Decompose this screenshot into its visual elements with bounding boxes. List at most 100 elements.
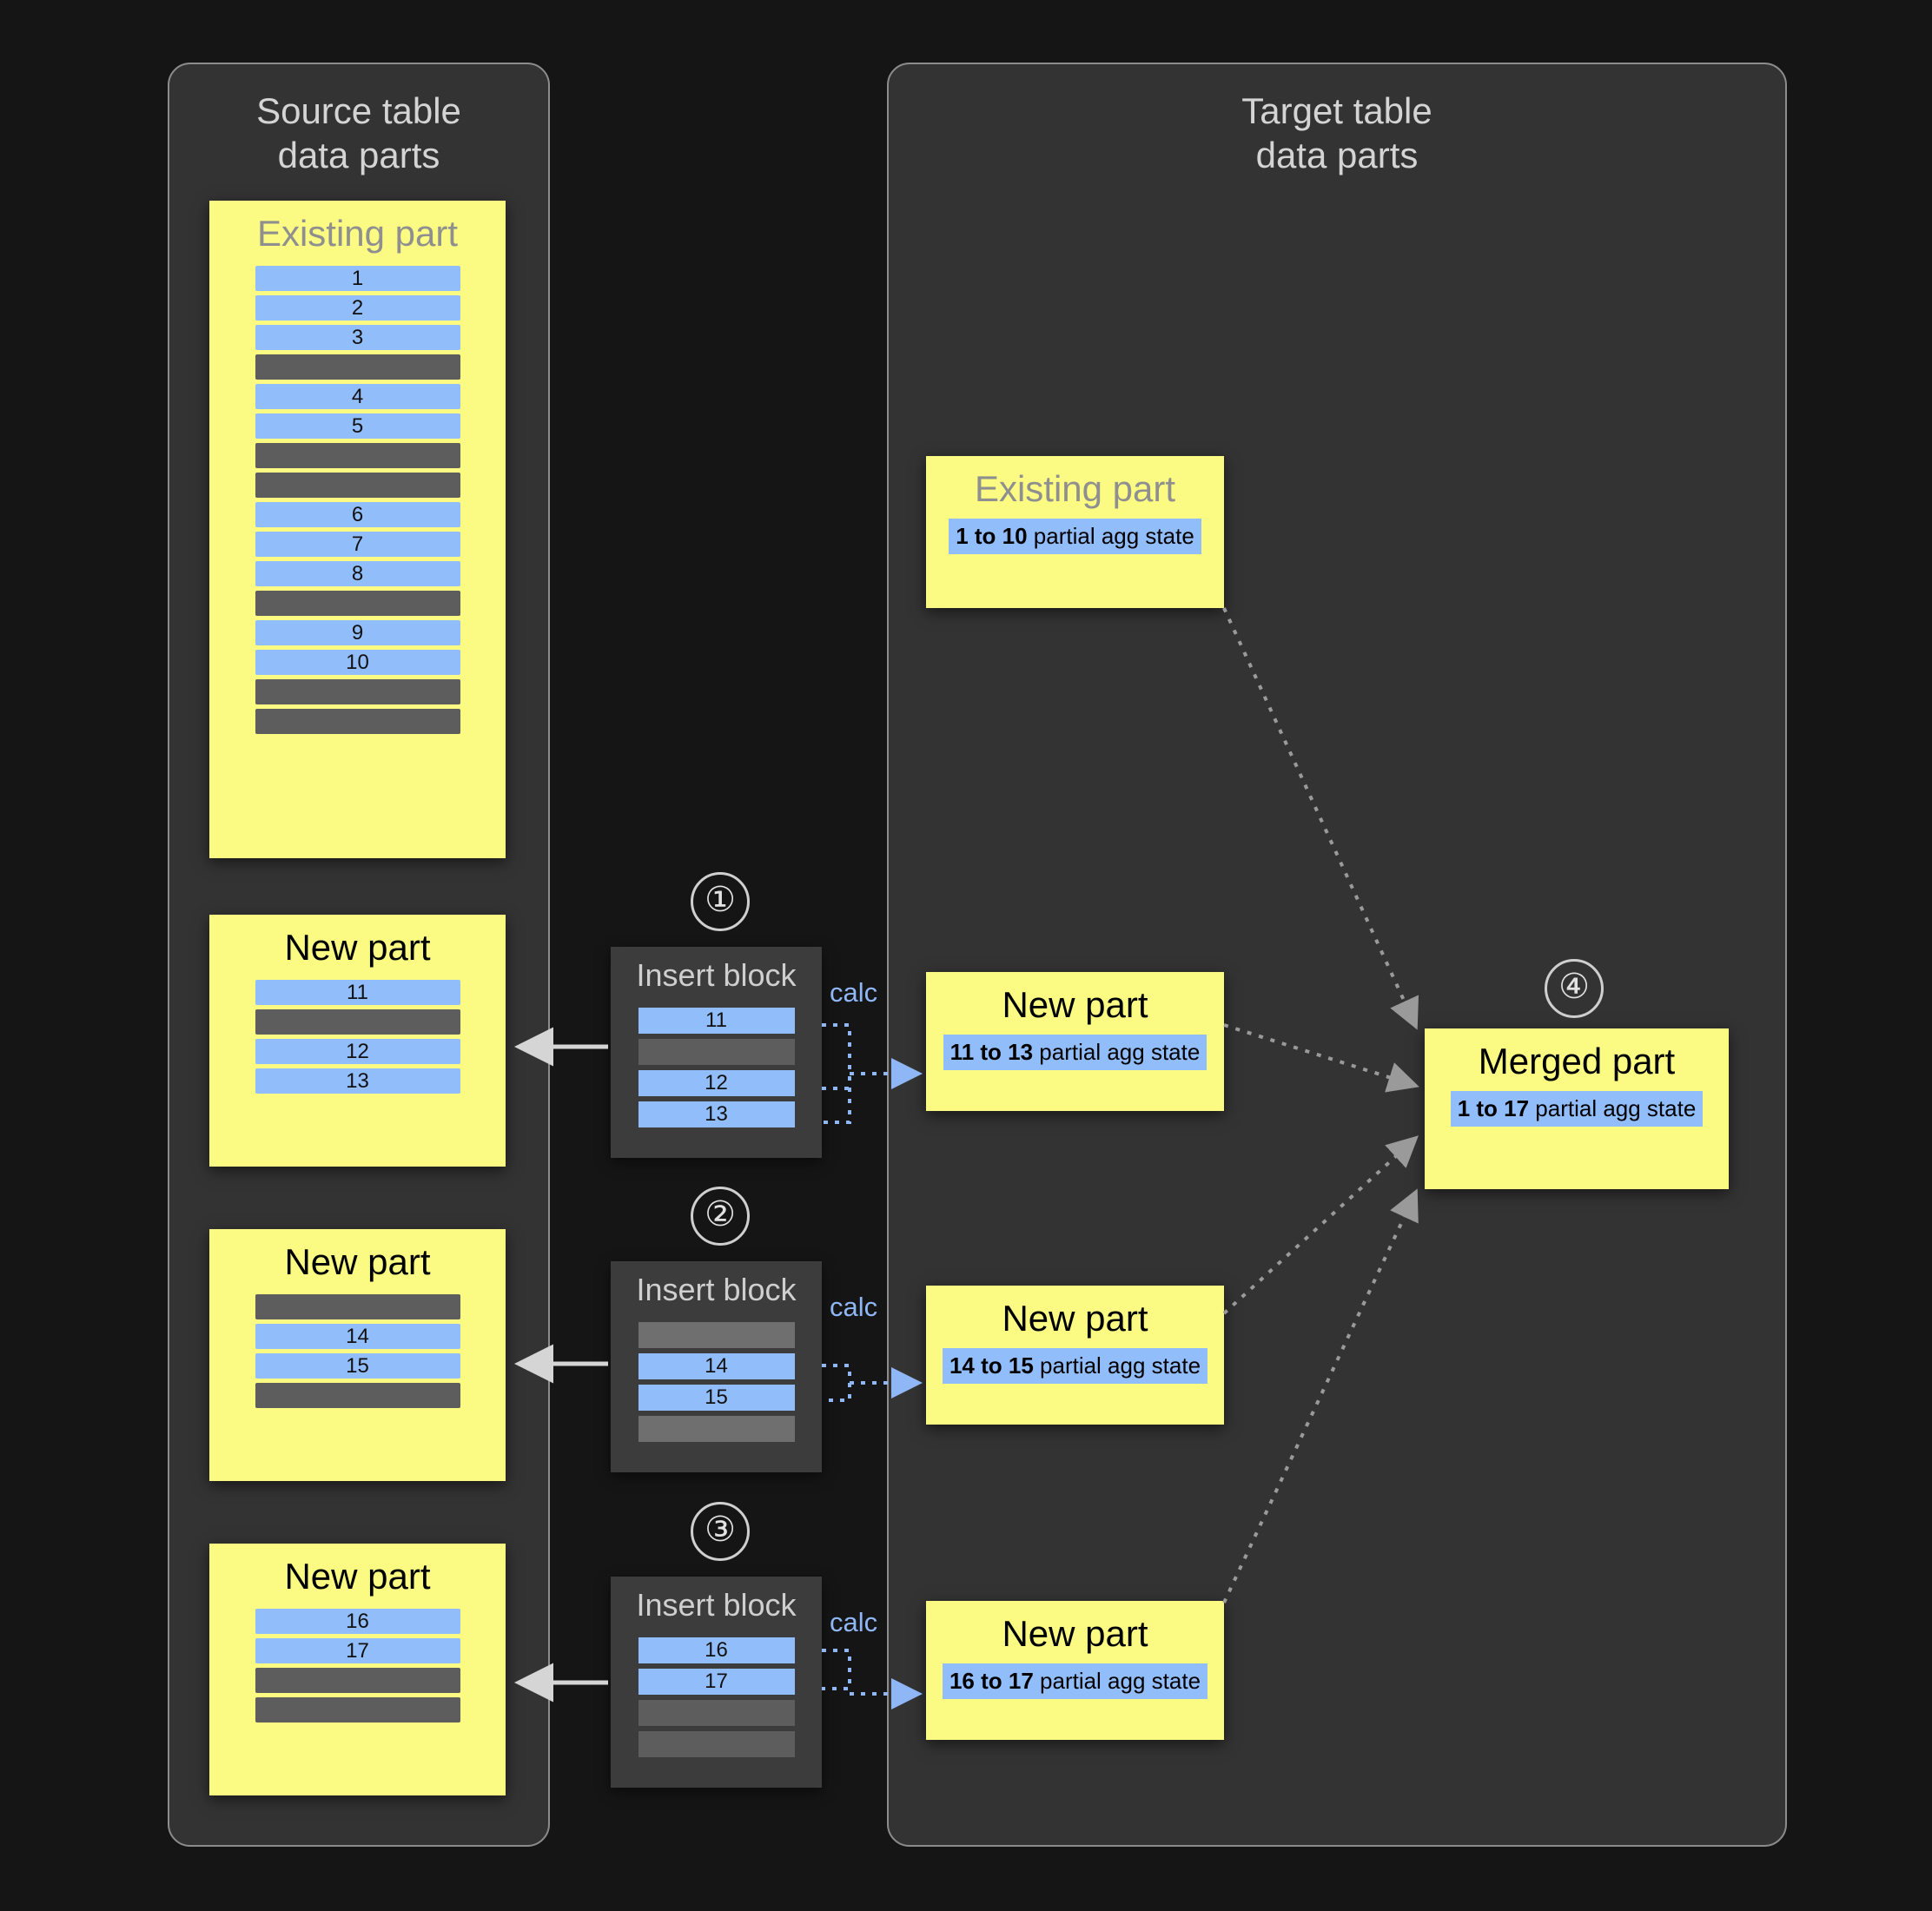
- part-row-value: 12: [255, 1039, 460, 1065]
- agg-state-wrap: 14 to 15 partial agg state: [926, 1339, 1224, 1385]
- part-row-empty: [255, 1009, 460, 1035]
- part-title: Existing part: [974, 468, 1176, 509]
- part-row-empty: [255, 1668, 460, 1694]
- part-row-value: 11: [255, 980, 460, 1006]
- part-row-value: 3: [255, 325, 460, 351]
- agg-state-wrap: 11 to 13 partial agg state: [926, 1026, 1224, 1071]
- agg-range: 11 to 13: [949, 1039, 1034, 1066]
- part-row-empty: [255, 354, 460, 380]
- source-panel-title-line2: data parts: [277, 135, 440, 176]
- step-marker-3: ③: [691, 1502, 750, 1561]
- part-title: New part: [1002, 984, 1148, 1025]
- calc-label-2: calc: [830, 1292, 878, 1322]
- insert-block-title: Insert block: [636, 1587, 797, 1623]
- calc-bracket-1: [822, 1023, 851, 1124]
- part-row-empty: [255, 591, 460, 617]
- part-title: New part: [284, 1241, 431, 1282]
- merged-part: Merged part 1 to 17 partial agg state: [1425, 1028, 1729, 1189]
- part-row-value: 4: [255, 384, 460, 410]
- insert-row-value: 17: [638, 1669, 795, 1695]
- target-panel-title-line2: data parts: [1255, 135, 1419, 176]
- agg-suffix: partial agg state: [1033, 1039, 1201, 1066]
- part-row-empty: [255, 709, 460, 735]
- target-table-panel: Target table data parts: [887, 63, 1787, 1847]
- part-row-value: 1: [255, 266, 460, 292]
- agg-state-wrap: 1 to 17 partial agg state: [1425, 1082, 1729, 1127]
- part-row-value: 5: [255, 413, 460, 440]
- calc-label-3: calc: [830, 1607, 878, 1637]
- step-marker-4: ④: [1545, 959, 1604, 1018]
- partial-agg-state-badge: 11 to 13 partial agg state: [943, 1035, 1208, 1071]
- agg-suffix: partial agg state: [1033, 1668, 1201, 1695]
- target-panel-title: Target table data parts: [889, 89, 1785, 177]
- calc-bracket-2: [822, 1364, 851, 1402]
- part-row-value: 15: [255, 1353, 460, 1379]
- agg-range: 16 to 17: [949, 1668, 1034, 1695]
- partial-agg-state-badge: 16 to 17 partial agg state: [942, 1663, 1208, 1700]
- insert-row-value: 11: [638, 1008, 795, 1034]
- part-row-value: 7: [255, 532, 460, 558]
- agg-state-wrap: 1 to 10 partial agg state: [926, 510, 1224, 555]
- part-title: New part: [1002, 1613, 1148, 1654]
- insert-block-title: Insert block: [636, 1272, 797, 1307]
- calc-bracket-3: [822, 1649, 851, 1690]
- part-row-empty: [255, 443, 460, 469]
- part-row-value: 13: [255, 1068, 460, 1094]
- insert-row-empty: [638, 1322, 795, 1348]
- insert-row-empty: [638, 1039, 795, 1065]
- part-row-empty: [255, 1294, 460, 1320]
- source-panel-title: Source table data parts: [169, 89, 548, 177]
- target-new-part-2: New part 14 to 15 partial agg state: [926, 1286, 1224, 1425]
- agg-range: 14 to 15: [949, 1352, 1034, 1379]
- part-row-value: 2: [255, 295, 460, 321]
- insert-row-value: 14: [638, 1353, 795, 1379]
- part-rows: 11 12 13: [209, 969, 506, 1110]
- partial-agg-state-badge: 1 to 17 partial agg state: [1450, 1091, 1704, 1127]
- calc-label-1: calc: [830, 977, 878, 1008]
- part-row-value: 17: [255, 1638, 460, 1664]
- insert-row-empty: [638, 1700, 795, 1726]
- insert-block-title: Insert block: [636, 957, 797, 993]
- partial-agg-state-badge: 14 to 15 partial agg state: [942, 1348, 1208, 1385]
- agg-suffix: partial agg state: [1027, 523, 1194, 550]
- target-new-part-3: New part 16 to 17 partial agg state: [926, 1601, 1224, 1740]
- part-title: Existing part: [256, 213, 459, 254]
- insert-row-value: 12: [638, 1070, 795, 1096]
- step-marker-1: ①: [691, 872, 750, 931]
- part-row-value: 9: [255, 620, 460, 646]
- agg-range: 1 to 17: [1457, 1095, 1530, 1122]
- part-title: Merged part: [1478, 1041, 1676, 1081]
- insert-row-empty: [638, 1416, 795, 1442]
- insert-row-value: 15: [638, 1385, 795, 1411]
- part-row-value: 8: [255, 561, 460, 587]
- agg-range: 1 to 10: [956, 523, 1028, 550]
- part-row-value: 16: [255, 1609, 460, 1635]
- agg-suffix: partial agg state: [1529, 1095, 1697, 1122]
- insert-row-value: 16: [638, 1637, 795, 1663]
- part-row-value: 14: [255, 1324, 460, 1350]
- target-panel-title-line1: Target table: [1241, 90, 1432, 131]
- agg-state-wrap: 16 to 17 partial agg state: [926, 1655, 1224, 1700]
- part-row-value: 6: [255, 502, 460, 528]
- agg-suffix: partial agg state: [1033, 1352, 1201, 1379]
- part-title: New part: [1002, 1298, 1148, 1339]
- target-existing-part: Existing part 1 to 10 partial agg state: [926, 456, 1224, 608]
- step-marker-2: ②: [691, 1187, 750, 1246]
- partial-agg-state-badge: 1 to 10 partial agg state: [949, 519, 1201, 555]
- target-new-part-1: New part 11 to 13 partial agg state: [926, 972, 1224, 1111]
- insert-row-empty: [638, 1731, 795, 1757]
- part-row-empty: [255, 1697, 460, 1723]
